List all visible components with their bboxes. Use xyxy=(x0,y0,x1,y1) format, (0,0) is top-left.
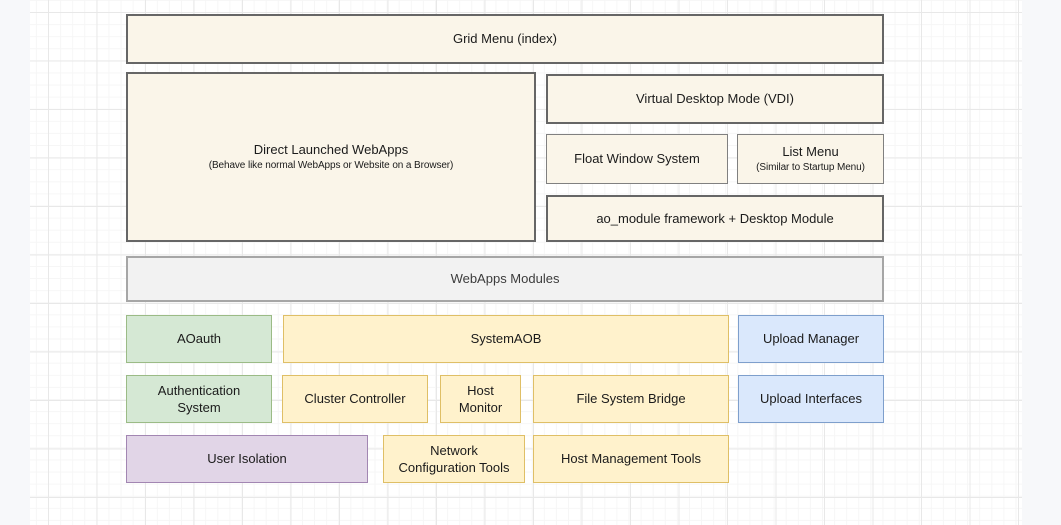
diagram-box-float-window-system[interactable]: Float Window System xyxy=(546,134,728,184)
diagram-box-upload-manager[interactable]: Upload Manager xyxy=(738,315,884,363)
diagram-box-text-cluster-controller: Cluster Controller xyxy=(304,390,405,407)
diagram-box-user-isolation[interactable]: User Isolation xyxy=(126,435,368,483)
diagram-box-cluster-controller[interactable]: Cluster Controller xyxy=(282,375,428,423)
diagram-box-system-aob[interactable]: SystemAOB xyxy=(283,315,729,363)
diagram-box-text-list-menu: List Menu (Similar to Startup Menu) xyxy=(756,143,865,174)
diagram-box-text-ao-module-framework: ao_module framework + Desktop Module xyxy=(596,210,833,227)
diagram-box-aoauth[interactable]: AOauth xyxy=(126,315,272,363)
diagram-box-label-system-aob: SystemAOB xyxy=(470,331,542,347)
diagram-box-label-file-system-bridge: File System Bridge xyxy=(576,391,686,407)
diagram-box-label-virtual-desktop-mode: Virtual Desktop Mode (VDI) xyxy=(636,91,794,107)
diagram-box-text-file-system-bridge: File System Bridge xyxy=(576,390,685,407)
diagram-box-file-system-bridge[interactable]: File System Bridge xyxy=(533,375,729,423)
diagram-box-text-system-aob: SystemAOB xyxy=(471,330,542,347)
diagram-box-sublabel-list-menu: (Similar to Startup Menu) xyxy=(756,162,865,174)
diagram-box-label-direct-launched-webapps: Direct Launched WebApps xyxy=(253,142,409,158)
diagram-box-label-aoauth: AOauth xyxy=(176,331,222,347)
diagram-box-label-grid-menu: Grid Menu (index) xyxy=(452,31,558,47)
diagram-box-text-upload-interfaces: Upload Interfaces xyxy=(760,390,862,407)
diagram-box-label-ao-module-framework: ao_module framework + Desktop Module xyxy=(596,210,834,226)
diagram-box-label-upload-interfaces: Upload Interfaces xyxy=(760,391,862,407)
diagram-box-text-virtual-desktop-mode: Virtual Desktop Mode (VDI) xyxy=(636,90,794,107)
diagram-box-label-upload-manager: Upload Manager xyxy=(762,331,860,347)
diagram-box-label-list-menu: List Menu xyxy=(782,144,839,160)
diagram-box-text-user-isolation: User Isolation xyxy=(207,450,286,467)
diagram-box-host-management-tools[interactable]: Host Management Tools xyxy=(533,435,729,483)
diagram-box-label-cluster-controller: Cluster Controller xyxy=(304,391,406,407)
diagram-box-sublabel-direct-launched-webapps: (Behave like normal WebApps or Website o… xyxy=(208,160,454,172)
diagram-box-direct-launched-webapps[interactable]: Direct Launched WebApps (Behave like norm… xyxy=(126,72,536,242)
diagram-box-text-grid-menu: Grid Menu (index) xyxy=(453,30,557,47)
diagram-box-text-host-management-tools: Host Management Tools xyxy=(561,450,701,467)
diagram-box-upload-interfaces[interactable]: Upload Interfaces xyxy=(738,375,884,423)
diagram-box-ao-module-framework[interactable]: ao_module framework + Desktop Module xyxy=(546,195,884,242)
diagram-box-label-user-isolation: User Isolation xyxy=(207,451,287,467)
diagram-box-label-host-management-tools: Host Management Tools xyxy=(561,451,701,467)
diagram-box-list-menu[interactable]: List Menu (Similar to Startup Menu) xyxy=(737,134,884,184)
diagram-box-virtual-desktop-mode[interactable]: Virtual Desktop Mode (VDI) xyxy=(546,74,884,124)
diagram-box-text-aoauth: AOauth xyxy=(177,330,221,347)
diagram-box-text-webapps-modules: WebApps Modules xyxy=(451,270,560,287)
diagram-box-label-float-window-system: Float Window System xyxy=(574,151,700,167)
diagram-box-text-direct-launched-webapps: Direct Launched WebApps (Behave like norm… xyxy=(209,141,454,172)
diagram-box-webapps-modules[interactable]: WebApps Modules xyxy=(126,256,884,302)
diagram-box-label-webapps-modules: WebApps Modules xyxy=(450,271,560,287)
diagram-box-text-float-window-system: Float Window System xyxy=(574,150,700,167)
diagram-box-text-upload-manager: Upload Manager xyxy=(763,330,859,347)
diagram-box-grid-menu[interactable]: Grid Menu (index) xyxy=(126,14,884,64)
